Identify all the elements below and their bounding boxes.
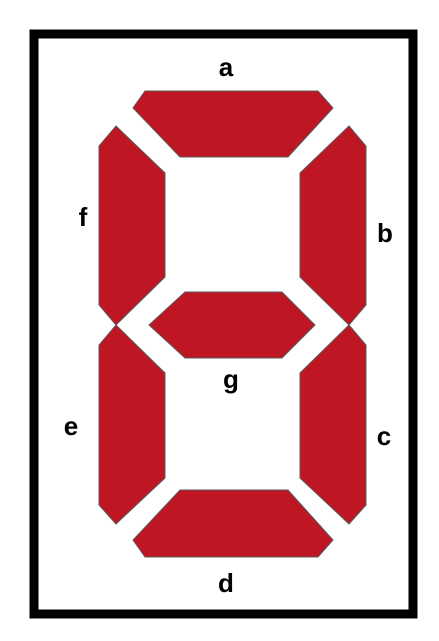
segment-c-label: c (377, 421, 391, 451)
segment-d (132, 489, 334, 558)
segment-d-label: d (218, 568, 234, 598)
segment-f (98, 125, 166, 326)
segment-f-label: f (79, 202, 88, 232)
segment-e-label: e (64, 411, 78, 441)
segment-b-label: b (377, 218, 393, 248)
segment-e (98, 324, 166, 525)
segment-c (299, 324, 367, 525)
display-frame (29, 29, 418, 619)
segment-g-label: g (223, 364, 239, 394)
segment-a (132, 90, 334, 158)
segment-a-label: a (219, 52, 234, 82)
segment-g (148, 291, 316, 359)
